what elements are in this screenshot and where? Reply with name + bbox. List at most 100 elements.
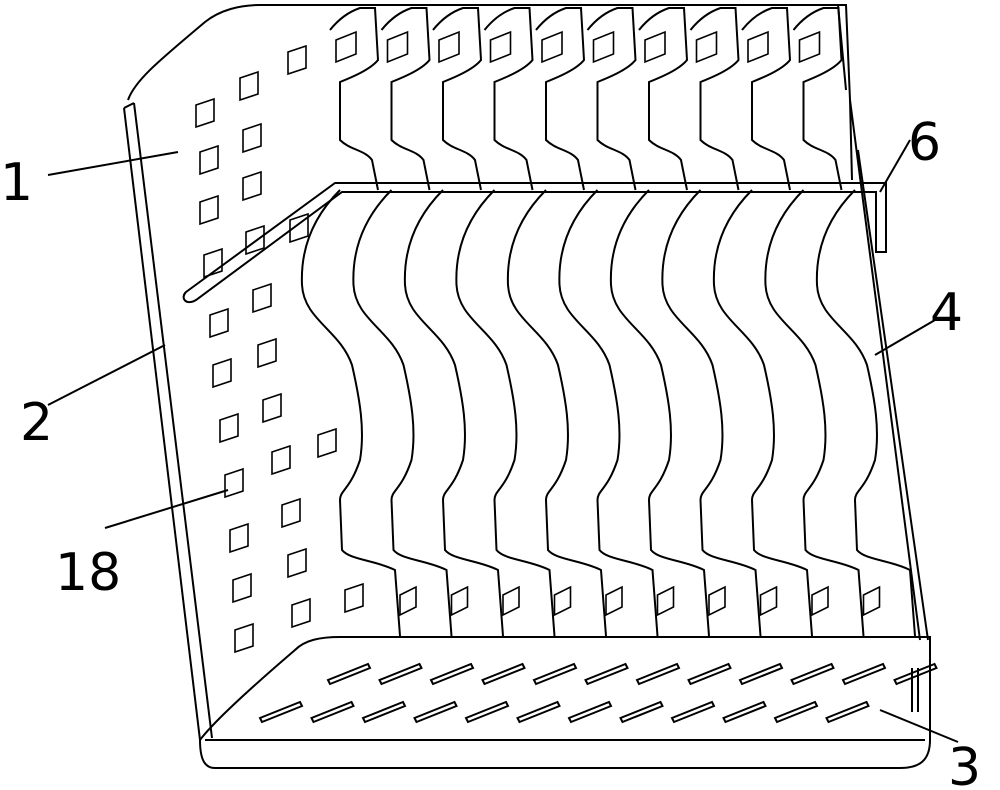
wave-divider [714,190,812,636]
tray-slot [312,702,354,722]
tray-slot [792,664,834,684]
square-hole [282,499,300,527]
tray-slot [466,702,508,722]
square-hole [240,72,258,100]
square-hole [246,226,264,254]
square-hole [230,524,248,552]
square-hole [253,284,271,312]
square-hole [210,309,228,337]
wave-divider [302,190,400,636]
tray-slot [415,702,457,722]
back-plate [128,5,852,180]
divider-top-hole [491,32,511,62]
leader-lines [48,140,958,742]
leader-3 [880,710,958,742]
divider-top-hole [439,32,459,62]
square-hole [213,359,231,387]
top-rod [184,183,886,302]
lower-hole [452,587,468,615]
square-hole [288,549,306,577]
divider-top-hole [697,32,717,62]
label-2: 2 [20,393,53,453]
tray-slot [689,664,731,684]
tray-slot [534,664,576,684]
wave-divider [353,190,451,636]
tray-slot [483,664,525,684]
lower-hole [812,587,828,615]
square-hole [196,99,214,127]
square-hole [258,339,276,367]
upper-dividers [330,8,842,190]
square-hole [318,429,336,457]
square-hole [272,446,290,474]
label-3: 3 [948,738,981,790]
tray-slot [740,664,782,684]
square-hole [263,394,281,422]
tray-slot [431,664,473,684]
lower-hole [555,587,571,615]
lower-hole [503,587,519,615]
tray-slot [724,702,766,722]
square-hole [243,124,261,152]
wave-divider [405,190,503,636]
tray-slot [569,702,611,722]
lower-hole [606,587,622,615]
wave-divider [456,190,554,636]
wave-divider [508,190,606,636]
tray-slot [260,702,302,722]
leader-18 [105,490,228,528]
divider-top-hole [594,32,614,62]
tray-slot [621,702,663,722]
lower-hole [761,587,777,615]
square-hole [243,172,261,200]
tray-slot [586,664,628,684]
lower-hole [864,587,880,615]
divider-top-hole [800,32,820,62]
label-4: 4 [930,283,963,343]
square-hole [220,414,238,442]
wave-divider [817,190,915,636]
leader-2 [48,345,165,405]
tray-slots [260,664,937,722]
lower-hole [709,587,725,615]
tray-slot [827,702,869,722]
lower-holes [400,587,880,615]
divider-top-hole [748,32,768,62]
wave-divider [559,190,657,636]
wave-divider [765,190,863,636]
tray-slot [672,702,714,722]
tray-slot [637,664,679,684]
square-hole [233,574,251,602]
perforation-holes [196,46,363,652]
square-hole [200,196,218,224]
divider-top-hole [542,32,562,62]
divider-top-hole [336,32,356,62]
label-18: 18 [55,543,121,603]
tray-slot [518,702,560,722]
tray-slot [843,664,885,684]
leader-1 [48,152,178,175]
tray-slot [775,702,817,722]
right-wall [850,100,928,640]
wave-divider [611,190,709,636]
lower-hole [658,587,674,615]
divider-top-hole [645,32,665,62]
label-6: 6 [908,113,941,173]
leader-6 [880,140,910,192]
tray-slot [328,664,370,684]
square-hole [200,146,218,174]
lower-hole [400,587,416,615]
side-wall [124,103,212,740]
square-hole [345,584,363,612]
square-hole [225,469,243,497]
square-hole [292,599,310,627]
bottom-tray [200,637,930,768]
label-1: 1 [0,153,33,213]
wave-divider [662,190,760,636]
divider-top-hole [388,32,408,62]
tray-slot [380,664,422,684]
square-hole [288,46,306,74]
tray-slot [363,702,405,722]
wave-dividers [302,190,915,636]
